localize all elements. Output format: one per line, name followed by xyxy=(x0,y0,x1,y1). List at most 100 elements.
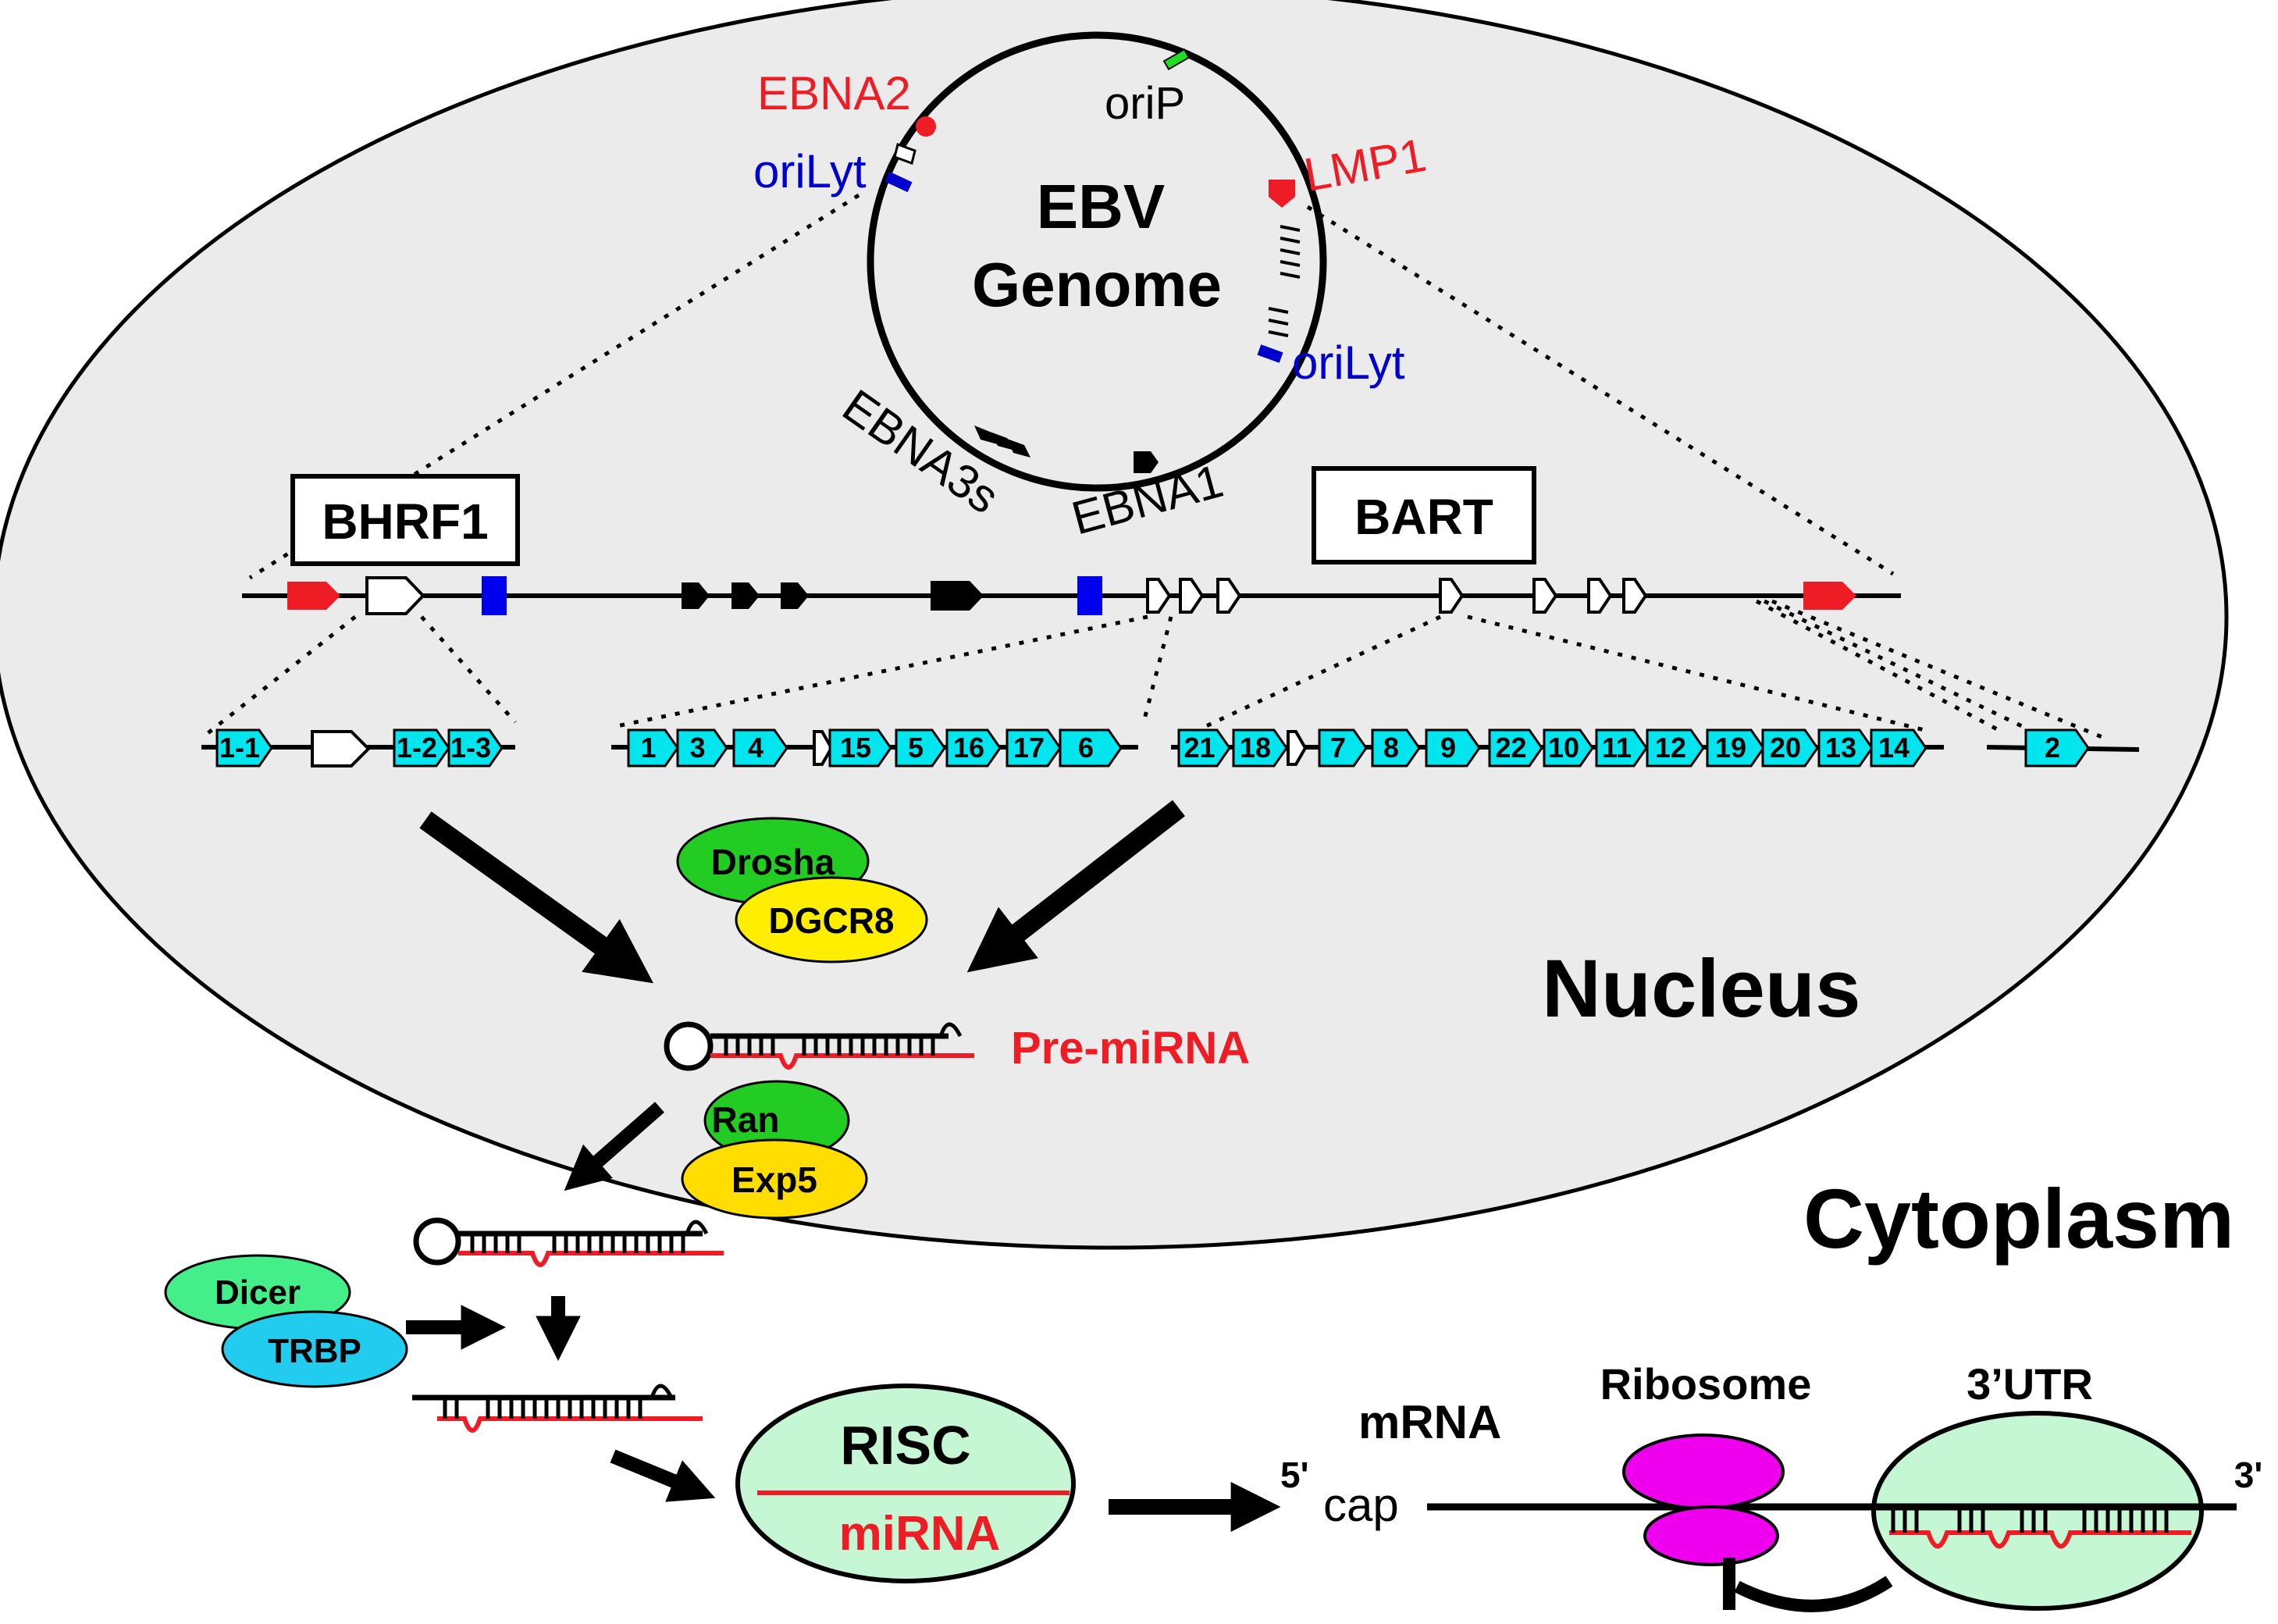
mirna-box-bart-b-9 xyxy=(1425,728,1481,767)
mirna-box-bhrf1-1-3 xyxy=(447,728,504,767)
utr-label: 3’UTR xyxy=(1967,1359,2093,1409)
mirna-box-bart-b-12 xyxy=(1646,728,1705,767)
drosha-label: Drosha xyxy=(711,842,835,882)
genome-title-line2: Genome xyxy=(972,250,1222,319)
mirna-box-bart-b-18 xyxy=(1232,728,1288,767)
mirna-box-bart-a-5 xyxy=(895,728,946,767)
orip-marker xyxy=(1162,48,1191,71)
risc-label: RISC xyxy=(840,1415,970,1476)
mirna-label-bhrf1-1-3: 1-3 xyxy=(450,732,491,764)
mirna-box-bart-a-4 xyxy=(732,728,788,767)
ebna1-marker xyxy=(1134,451,1159,473)
three-prime-label: 3' xyxy=(2234,1455,2263,1495)
mirna-label-bart-b-7: 7 xyxy=(1330,732,1346,764)
dicer-label: Dicer xyxy=(215,1273,301,1312)
genome-circle xyxy=(867,31,1327,492)
mirna-label-bart-b-19: 19 xyxy=(1715,732,1746,764)
mirna-box-bart-a-17 xyxy=(1006,728,1062,767)
mirna-box-bhrf1-1-2 xyxy=(393,728,450,767)
cytoplasmic-pre-mirna xyxy=(413,1217,724,1267)
pre-mirna-label: Pre-miRNA xyxy=(1011,1023,1250,1074)
mirna-label-bhrf1-1-2: 1-2 xyxy=(397,732,437,764)
mirna-label-bart-a-1: 1 xyxy=(640,732,656,764)
mirna-box-bart-a-16 xyxy=(945,728,1002,767)
arrow-export xyxy=(564,1102,664,1191)
mirna-label-bart-a-3: 3 xyxy=(689,732,705,764)
dgcr8-label: DGCR8 xyxy=(768,900,894,941)
orilyt-right-label: oriLyt xyxy=(1292,337,1405,389)
nucleus-ellipse xyxy=(0,0,2229,1250)
mirna-label-bart-b-21: 21 xyxy=(1183,732,1215,764)
five-prime-label: 5' xyxy=(1280,1455,1309,1495)
genome-title-line1: EBV xyxy=(1037,172,1166,241)
mirna-box-bhrf1-1-1 xyxy=(215,728,273,767)
mirna-label-bart-b-20: 20 xyxy=(1770,732,1801,764)
mirna-label-bart-b-9: 9 xyxy=(1440,732,1456,764)
mirna-box-bart-a-6 xyxy=(1059,728,1123,767)
mirna-label-bart-a-15: 15 xyxy=(840,732,871,764)
ribosome-large-subunit xyxy=(1622,1433,1785,1510)
orilyt-left-label: oriLyt xyxy=(753,145,867,198)
bhrf1-box xyxy=(290,474,520,566)
mirna-box-bart-b-11 xyxy=(1595,728,1648,767)
ebna3s-marker xyxy=(974,426,1030,458)
lmp1-marker xyxy=(1269,180,1295,208)
bart-a-open-box xyxy=(813,730,834,766)
utr-mirna-binding xyxy=(1889,1507,2191,1549)
mirna-box-bart-b-21 xyxy=(1177,728,1231,767)
mirna-label-bart-b-11: 11 xyxy=(1602,732,1632,764)
mirna-label-bart-b-22: 22 xyxy=(1495,732,1526,764)
mirna-label-bart-b-10: 10 xyxy=(1548,732,1579,764)
orilyt-left-marker xyxy=(885,171,913,193)
bhrf1-label: BHRF1 xyxy=(322,493,488,550)
mirna-label-bart-b-18: 18 xyxy=(1240,732,1271,764)
mirna-label-bart-a-6: 6 xyxy=(1078,732,1094,764)
cluster-expansion-lines xyxy=(205,599,2105,740)
mirna-label-bart-a-5: 5 xyxy=(908,732,924,764)
mirna-box-bart-b-14 xyxy=(1870,728,1927,767)
mirna-box-bart-c-2 xyxy=(2024,728,2090,767)
mirna-box-bart-b-10 xyxy=(1543,728,1594,767)
mirna-box-bart-a-3 xyxy=(676,728,728,767)
orip-label: oriP xyxy=(1105,78,1185,129)
mirna-box-bart-b-8 xyxy=(1371,728,1421,767)
bart-label: BART xyxy=(1354,489,1493,545)
mirna-box-bart-b-19 xyxy=(1706,728,1765,767)
mirna-label-bart-a-16: 16 xyxy=(953,732,984,764)
inhibition-arc xyxy=(1734,1576,1893,1612)
ebna2-marker xyxy=(916,116,936,137)
orilyt-left-open-marker xyxy=(893,143,917,165)
trbp-ellipse xyxy=(221,1310,408,1388)
mirna-box-bart-b-13 xyxy=(1817,728,1874,767)
mirna-label-bart-c-2: 2 xyxy=(2045,732,2060,764)
mirna-label-bart-a-17: 17 xyxy=(1013,732,1045,764)
trbp-label: TRBP xyxy=(268,1332,361,1370)
exp5-label: Exp5 xyxy=(731,1159,817,1200)
mirna-box-bart-b-22 xyxy=(1488,728,1543,767)
mirna-box-bart-a-15 xyxy=(828,728,892,767)
mirna-label-bart-b-12: 12 xyxy=(1655,732,1686,764)
arrow-bart-to-processing xyxy=(966,800,1185,973)
bhrf1-open-box xyxy=(311,730,371,767)
nucleus-label: Nucleus xyxy=(1542,943,1860,1035)
mirna-box-bart-b-20 xyxy=(1761,728,1819,767)
mirna-box-bart-b-7 xyxy=(1318,728,1368,767)
repeat-marks-upper xyxy=(1280,225,1301,279)
mirna-label-bhrf1-1-1: 1-1 xyxy=(219,732,260,764)
ribosome-small-subunit xyxy=(1643,1505,1779,1566)
dgcr8-ellipse xyxy=(735,876,928,963)
bart-box xyxy=(1312,466,1536,564)
cap-label: cap xyxy=(1323,1479,1399,1531)
utr-ellipse xyxy=(1871,1411,2204,1611)
mirna-label: miRNA xyxy=(839,1507,1001,1561)
risc-ellipse xyxy=(735,1384,1076,1583)
cytoplasm-label: Cytoplasm xyxy=(1803,1171,2234,1266)
arrow-bhrf1-to-processing xyxy=(419,811,654,984)
mirna-label-bart-b-14: 14 xyxy=(1878,732,1910,764)
mirna-label-bart-b-8: 8 xyxy=(1383,732,1399,764)
bart-b-open-box xyxy=(1287,730,1308,766)
mrna-label: mRNA xyxy=(1358,1396,1501,1448)
ribosome-label: Ribosome xyxy=(1600,1359,1812,1409)
